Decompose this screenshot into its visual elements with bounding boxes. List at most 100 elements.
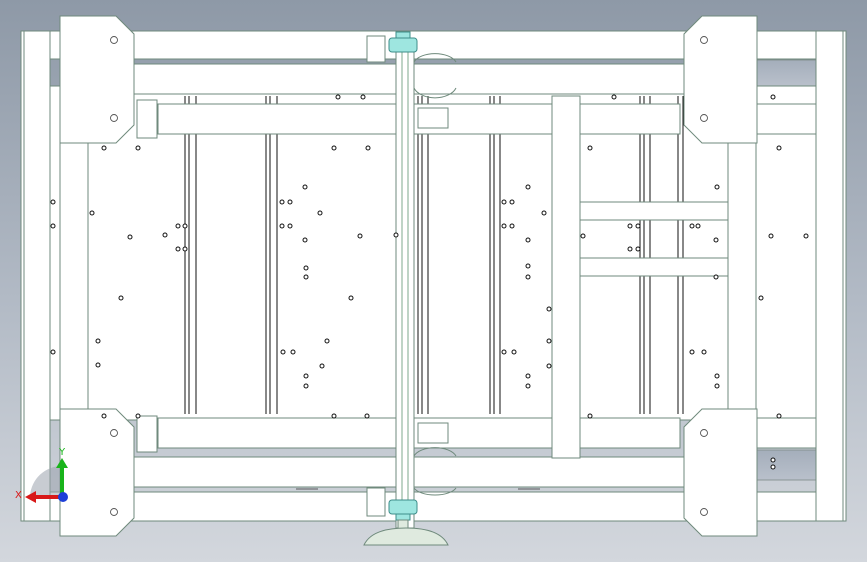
mounting-hole bbox=[335, 94, 341, 100]
mounting-hole bbox=[695, 223, 701, 229]
mounting-hole bbox=[95, 338, 101, 344]
mounting-hole bbox=[525, 383, 531, 389]
mounting-hole bbox=[360, 94, 366, 100]
mounting-hole bbox=[331, 413, 337, 419]
mounting-hole bbox=[509, 199, 515, 205]
bracket-top-left bbox=[59, 15, 135, 144]
bracket-holes bbox=[110, 36, 708, 516]
mounting-hole bbox=[803, 233, 809, 239]
right-cross-slat bbox=[579, 201, 729, 221]
mounting-hole bbox=[303, 373, 309, 379]
mounting-hole bbox=[587, 413, 593, 419]
right-cross-slat bbox=[579, 257, 729, 277]
mounting-hole bbox=[714, 373, 720, 379]
right-outer-rail bbox=[815, 30, 847, 522]
vertical-guides bbox=[87, 96, 684, 414]
mounting-hole bbox=[627, 246, 633, 252]
mounting-hole bbox=[135, 145, 141, 151]
mounting-hole bbox=[587, 145, 593, 151]
mounting-hole bbox=[175, 246, 181, 252]
mounting-hole bbox=[348, 295, 354, 301]
mounting-hole bbox=[776, 145, 782, 151]
triad-origin bbox=[58, 492, 68, 502]
mounting-hole bbox=[546, 363, 552, 369]
mounting-hole bbox=[331, 145, 337, 151]
mounting-hole bbox=[279, 199, 285, 205]
mounting-hole bbox=[364, 413, 370, 419]
mounting-hole bbox=[302, 184, 308, 190]
upper-label-plate bbox=[417, 107, 449, 129]
mounting-hole bbox=[50, 349, 56, 355]
x-axis-label: X bbox=[15, 490, 22, 501]
mounting-hole bbox=[770, 457, 776, 463]
mounting-hole bbox=[287, 223, 293, 229]
mounting-hole bbox=[627, 223, 633, 229]
mounting-hole bbox=[280, 349, 286, 355]
mounting-hole bbox=[101, 413, 107, 419]
feature-holes bbox=[50, 94, 809, 470]
axis-triad: Y X bbox=[15, 447, 68, 503]
triad-shade bbox=[30, 465, 62, 496]
mounting-hole bbox=[509, 223, 515, 229]
mounting-hole bbox=[324, 338, 330, 344]
bottom-knob bbox=[388, 499, 418, 515]
mounting-hole bbox=[89, 210, 95, 216]
mounting-hole bbox=[118, 295, 124, 301]
mounting-hole bbox=[701, 349, 707, 355]
y-axis-arrowhead bbox=[56, 458, 68, 468]
mounting-hole bbox=[50, 223, 56, 229]
mounting-hole bbox=[546, 306, 552, 312]
mounting-hole bbox=[611, 94, 617, 100]
mounting-hole bbox=[541, 210, 547, 216]
mounting-hole bbox=[768, 233, 774, 239]
mounting-hole bbox=[319, 363, 325, 369]
mounting-hole bbox=[303, 383, 309, 389]
mounting-hole bbox=[95, 362, 101, 368]
mounting-hole bbox=[182, 246, 188, 252]
mounting-hole bbox=[525, 263, 531, 269]
leveling-foot bbox=[363, 519, 449, 546]
mounting-hole bbox=[635, 223, 641, 229]
left-outer-rail bbox=[20, 30, 51, 522]
mounting-hole bbox=[635, 246, 641, 252]
mounting-hole bbox=[127, 234, 133, 240]
mounting-hole bbox=[303, 274, 309, 280]
mounting-hole bbox=[525, 373, 531, 379]
right-post bbox=[727, 142, 757, 412]
mounting-hole bbox=[287, 199, 293, 205]
top-knob bbox=[388, 37, 418, 53]
bottom-nut-block bbox=[366, 487, 386, 517]
mounting-hole bbox=[290, 349, 296, 355]
y-axis-label: Y bbox=[58, 447, 66, 458]
mounting-hole bbox=[302, 237, 308, 243]
mounting-hole bbox=[713, 274, 719, 280]
mounting-hole bbox=[501, 199, 507, 205]
handle-knobs bbox=[388, 31, 418, 521]
mounting-hole bbox=[393, 232, 399, 238]
mounting-hole bbox=[357, 233, 363, 239]
bracket-bottom-left bbox=[59, 408, 135, 537]
slot bbox=[755, 59, 817, 87]
mounting-hole bbox=[511, 349, 517, 355]
mounting-hole bbox=[525, 184, 531, 190]
mounting-hole bbox=[689, 349, 695, 355]
x-axis-arrowhead bbox=[25, 491, 36, 503]
corner-brackets bbox=[59, 15, 758, 537]
left-post bbox=[59, 142, 89, 412]
lower-label-plate bbox=[417, 422, 449, 444]
lower-gear bbox=[413, 447, 457, 457]
mounting-hole bbox=[714, 184, 720, 190]
mounting-hole bbox=[525, 274, 531, 280]
mounting-hole bbox=[770, 464, 776, 470]
mounting-hole bbox=[101, 145, 107, 151]
vertical-posts bbox=[59, 95, 757, 459]
mounting-hole bbox=[303, 265, 309, 271]
mounting-hole bbox=[501, 349, 507, 355]
top-nut-block bbox=[366, 35, 386, 63]
mounting-hole bbox=[689, 223, 695, 229]
bracket-bottom-right bbox=[683, 408, 758, 537]
mounting-hole bbox=[776, 413, 782, 419]
mounting-hole bbox=[135, 413, 141, 419]
